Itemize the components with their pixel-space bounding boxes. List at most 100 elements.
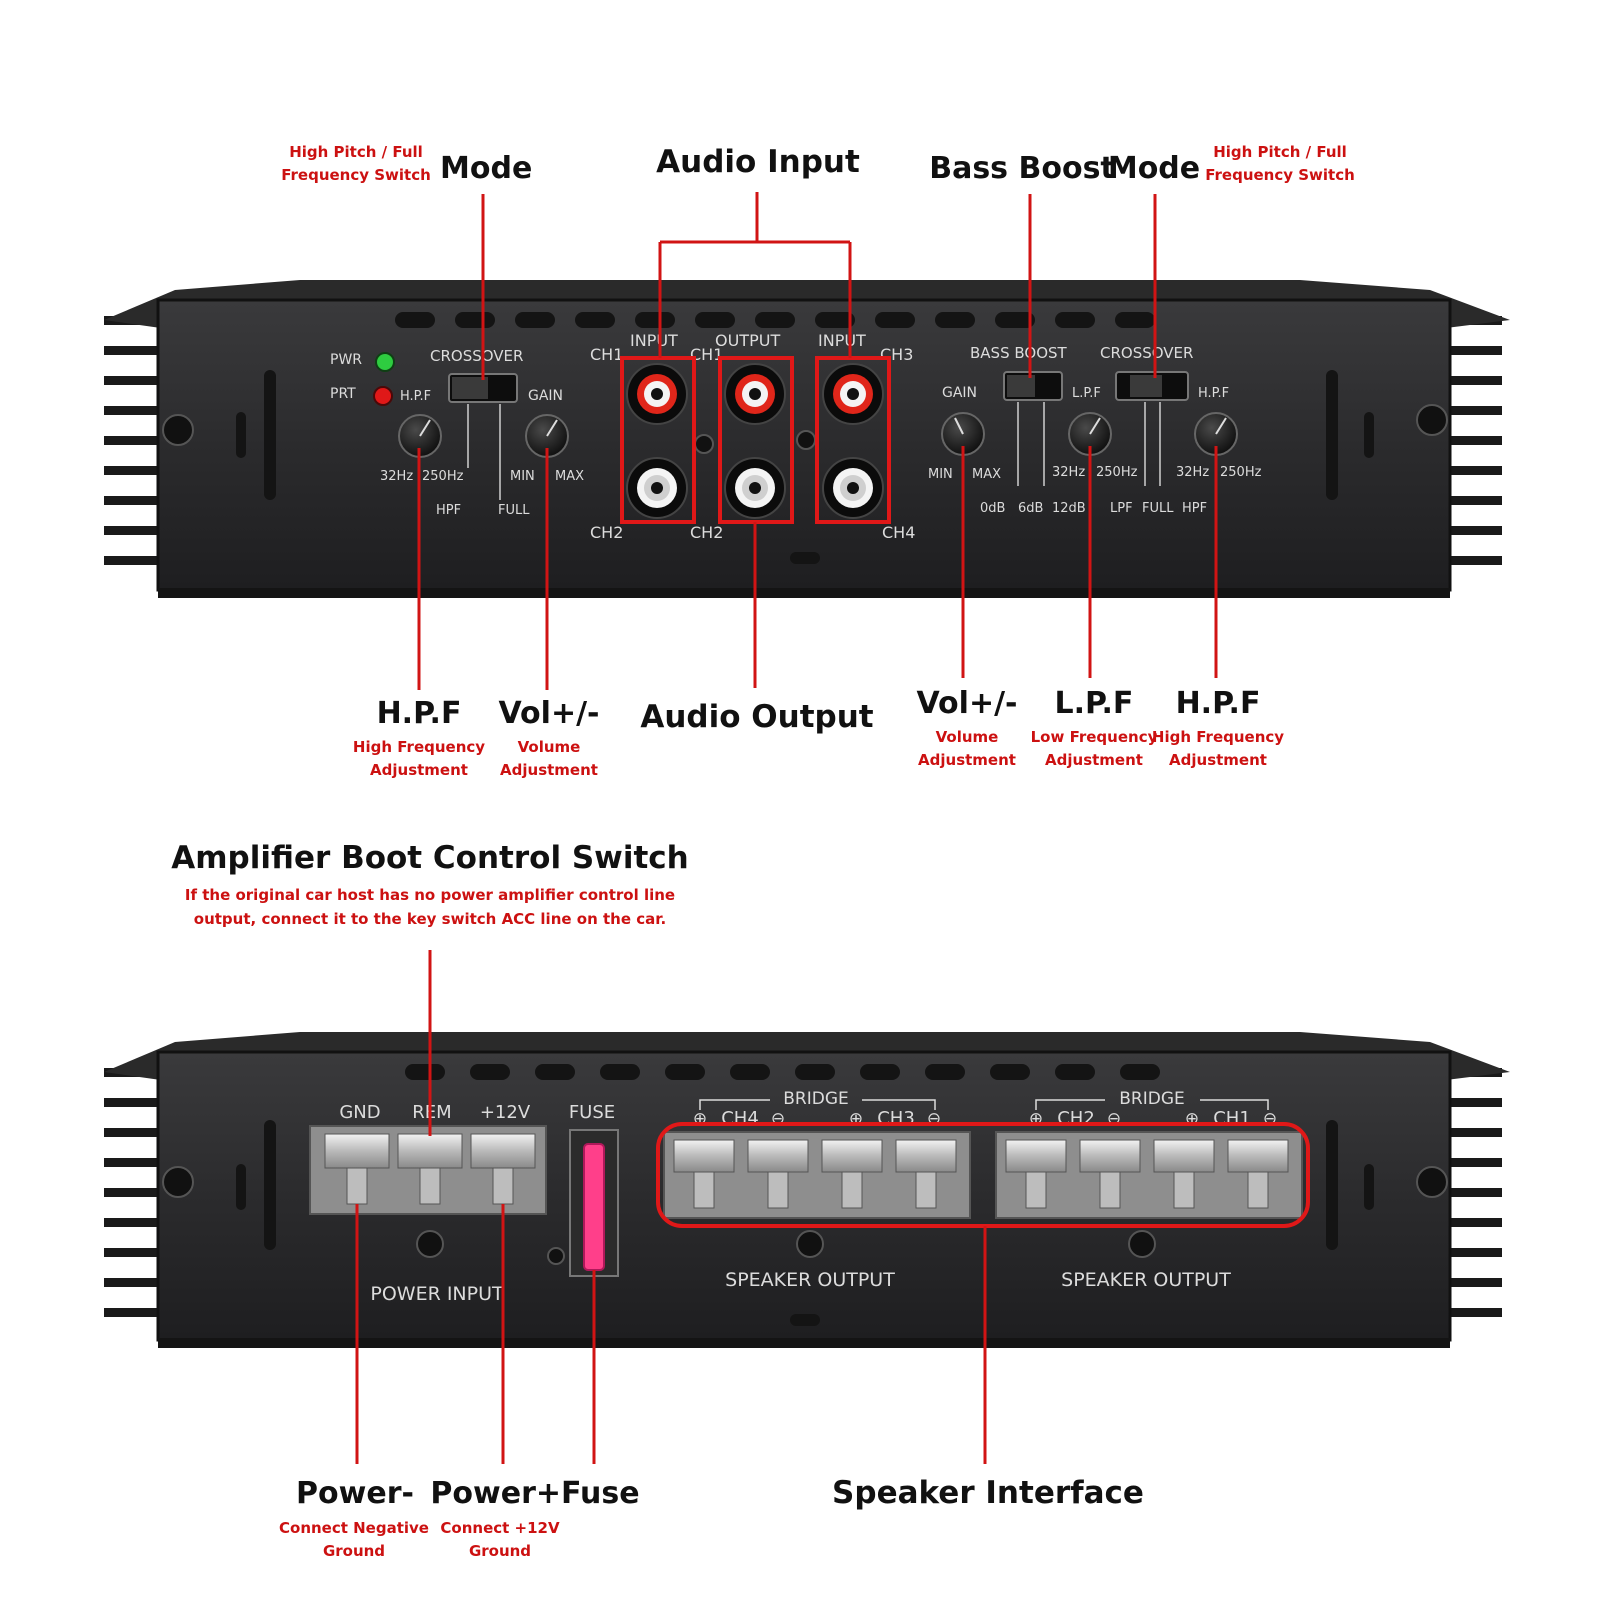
hpf-left-lo: 32Hz: [380, 469, 413, 484]
rca-ch1-b: CH1: [690, 345, 723, 364]
power-pos-note-1: Connect +12V: [440, 1519, 560, 1537]
front-amplifier: PWR PRT CROSSOVER H.P.F GAIN 32Hz 250Hz …: [104, 280, 1510, 598]
hpf-left-note-1: High Frequency: [353, 738, 485, 756]
top-leader-lines: [417, 192, 1218, 690]
power-pos-title: Power+Fuse: [430, 1476, 639, 1511]
screw-icon: [1416, 1166, 1448, 1198]
mode-left-note-1: High Pitch / Full: [289, 143, 423, 161]
mode-right-title: Mode: [1108, 151, 1200, 186]
mode-right-note-1: High Pitch / Full: [1213, 143, 1347, 161]
boot-switch-title: Amplifier Boot Control Switch: [171, 840, 688, 876]
lpf-switch-label: L.P.F: [1072, 386, 1101, 401]
hpf-switch-right-label: H.P.F: [1198, 386, 1229, 401]
prt-led-icon: [373, 386, 393, 406]
bottom-leader-lines: [355, 950, 987, 1464]
lpf-right-title: L.P.F: [1055, 686, 1134, 721]
audio-output-title: Audio Output: [640, 699, 873, 735]
mode-hpf-label: HPF: [1182, 501, 1207, 516]
rca-ch4: CH4: [882, 523, 915, 542]
ch1-plus-terminal[interactable]: [1153, 1139, 1215, 1209]
power-pos-note-2: Ground: [469, 1542, 531, 1560]
hpf-right-note-2: Adjustment: [1169, 751, 1267, 769]
mode-right-note-2: Frequency Switch: [1205, 166, 1355, 184]
hpf-right-title: H.P.F: [1176, 686, 1261, 721]
rca-input-left-highlight: [620, 356, 696, 524]
boot-switch-note-2: output, connect it to the key switch ACC…: [194, 910, 666, 928]
power-neg-note-1: Connect Negative: [279, 1519, 429, 1537]
screw-icon: [416, 1230, 444, 1258]
screw-icon: [796, 430, 816, 450]
vol-right-title: Vol+/-: [916, 686, 1017, 721]
speaker-interface-title: Speaker Interface: [832, 1475, 1144, 1511]
lpf-right-note-1: Low Frequency: [1031, 728, 1158, 746]
bridge-right-label: BRIDGE: [1119, 1089, 1185, 1109]
pwr-led-icon: [375, 352, 395, 372]
pwr-label: PWR: [330, 352, 362, 368]
hpf-bottom-label: HPF: [436, 503, 461, 518]
hpf-right-lo: 32Hz: [1176, 465, 1209, 480]
boost-12db: 12dB: [1052, 501, 1086, 516]
gnd-terminal[interactable]: [324, 1133, 390, 1205]
rca-ch2-a: CH2: [590, 523, 623, 542]
power-neg-note-2: Ground: [323, 1542, 385, 1560]
screw-icon: [1128, 1230, 1156, 1258]
screw-icon: [547, 1247, 565, 1265]
screw-icon: [694, 434, 714, 454]
gain-right-min: MIN: [928, 467, 953, 482]
rem-label: REM: [412, 1102, 451, 1123]
ch2-plus-terminal[interactable]: [1005, 1139, 1067, 1209]
power-input-label: POWER INPUT: [370, 1283, 504, 1305]
plus12-terminal[interactable]: [470, 1133, 536, 1205]
plus12-label: +12V: [480, 1102, 531, 1123]
speaker-output-right-label: SPEAKER OUTPUT: [1061, 1269, 1231, 1291]
rca3-top-label: INPUT: [818, 331, 866, 350]
rca-input-right-highlight: [815, 356, 891, 524]
hpf-left-title: H.P.F: [377, 696, 462, 731]
bass-boost-label: BASS BOOST: [970, 344, 1068, 362]
ch3-plus-terminal[interactable]: [821, 1139, 883, 1209]
gnd-label: GND: [339, 1102, 380, 1123]
rca2-top-label: OUTPUT: [715, 331, 780, 350]
gain-left-min: MIN: [510, 469, 535, 484]
screw-icon: [1416, 404, 1448, 436]
rca-ch1-a: CH1: [590, 345, 623, 364]
speaker-interface-highlight: [656, 1122, 1310, 1228]
lpf-lo: 32Hz: [1052, 465, 1085, 480]
rca-output[interactable]: [724, 363, 786, 519]
hpf-left-hi: 250Hz: [422, 469, 464, 484]
rca-ch3: CH3: [880, 345, 913, 364]
mode-left-note-2: Frequency Switch: [281, 166, 431, 184]
fuse-icon[interactable]: [583, 1143, 605, 1271]
bridge-left-label: BRIDGE: [783, 1089, 849, 1109]
screw-icon: [162, 1166, 194, 1198]
vol-left-note-1: Volume: [518, 738, 581, 756]
gain-left-max: MAX: [555, 469, 584, 484]
power-neg-title: Power-: [296, 1476, 414, 1511]
gain-right-label: GAIN: [942, 385, 977, 401]
hpf-right-hi: 250Hz: [1220, 465, 1262, 480]
rear-amplifier: GND REM +12V FUSE POWER INPUT BRIDGE BRI…: [104, 1032, 1510, 1348]
vol-right-note-1: Volume: [936, 728, 999, 746]
lpf-hi: 250Hz: [1096, 465, 1138, 480]
mode-full-label: FULL: [1142, 501, 1174, 516]
crossover-right-label: CROSSOVER: [1100, 344, 1193, 362]
ch2-minus-terminal[interactable]: [1079, 1139, 1141, 1209]
hpf-right-note-1: High Frequency: [1152, 728, 1284, 746]
vol-left-note-2: Adjustment: [500, 761, 598, 779]
rca-input-left[interactable]: [626, 363, 688, 519]
mode-lpf-label: LPF: [1110, 501, 1133, 516]
boot-switch-note-1: If the original car host has no power am…: [185, 886, 675, 904]
lpf-right-note-2: Adjustment: [1045, 751, 1143, 769]
ch4-minus-terminal[interactable]: [747, 1139, 809, 1209]
ch1-minus-terminal[interactable]: [1227, 1139, 1289, 1209]
prt-label: PRT: [330, 386, 356, 402]
full-bottom-label: FULL: [498, 503, 530, 518]
ch3-minus-terminal[interactable]: [895, 1139, 957, 1209]
screw-icon: [162, 414, 194, 446]
gain-left-label: GAIN: [528, 388, 563, 404]
ch4-plus-terminal[interactable]: [673, 1139, 735, 1209]
rca-input-right[interactable]: [822, 363, 884, 519]
hpf-switch-label: H.P.F: [400, 389, 431, 404]
vol-left-title: Vol+/-: [498, 696, 599, 731]
